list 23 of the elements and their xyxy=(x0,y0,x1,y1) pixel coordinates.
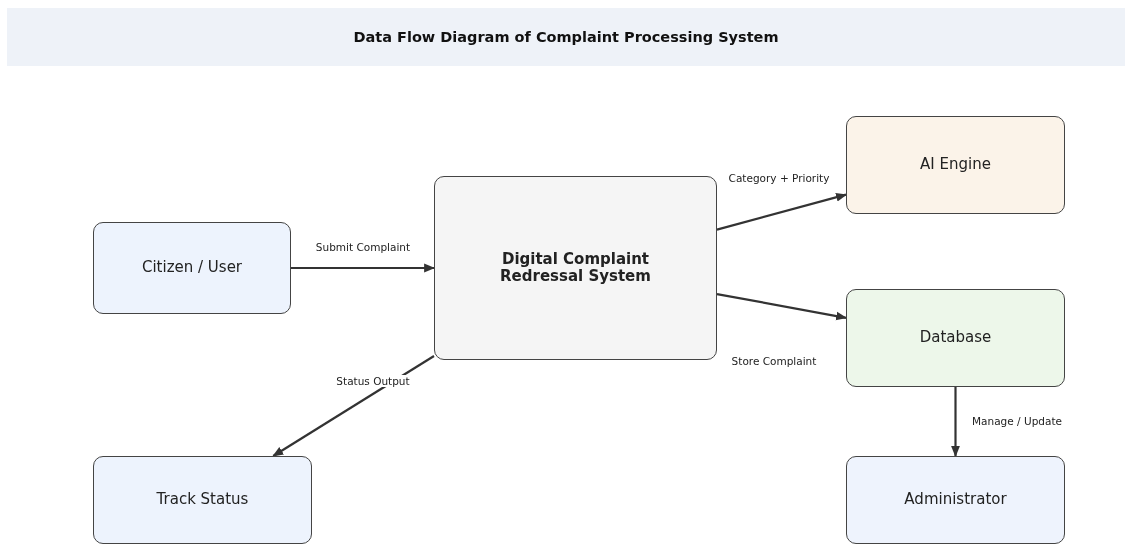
edge-label: Store Complaint xyxy=(729,355,819,367)
node-label: AI Engine xyxy=(920,156,991,174)
node-label: Digital Complaint Redressal System xyxy=(499,250,652,286)
diagram-title: Data Flow Diagram of Complaint Processing System xyxy=(353,29,779,45)
arrow xyxy=(716,193,848,231)
node-label: Database xyxy=(919,329,992,347)
edge-label: Category + Priority xyxy=(726,172,832,184)
edge-label: Submit Complaint xyxy=(313,241,413,253)
node-label: Administrator xyxy=(904,491,1007,509)
arrow xyxy=(951,387,960,458)
entity-box xyxy=(846,456,1065,544)
entity-box xyxy=(93,456,312,544)
edge-label: Status Output xyxy=(334,375,412,387)
entity-box xyxy=(93,222,291,314)
node-label: Track Status xyxy=(156,491,249,509)
entity-box xyxy=(846,116,1065,214)
arrow xyxy=(272,355,435,457)
entity-box xyxy=(846,289,1065,387)
node-label: Citizen / User xyxy=(141,259,243,277)
arrow xyxy=(716,293,848,321)
arrow xyxy=(291,263,436,273)
edge-label: Manage / Update xyxy=(970,415,1064,427)
process-box xyxy=(434,176,717,360)
